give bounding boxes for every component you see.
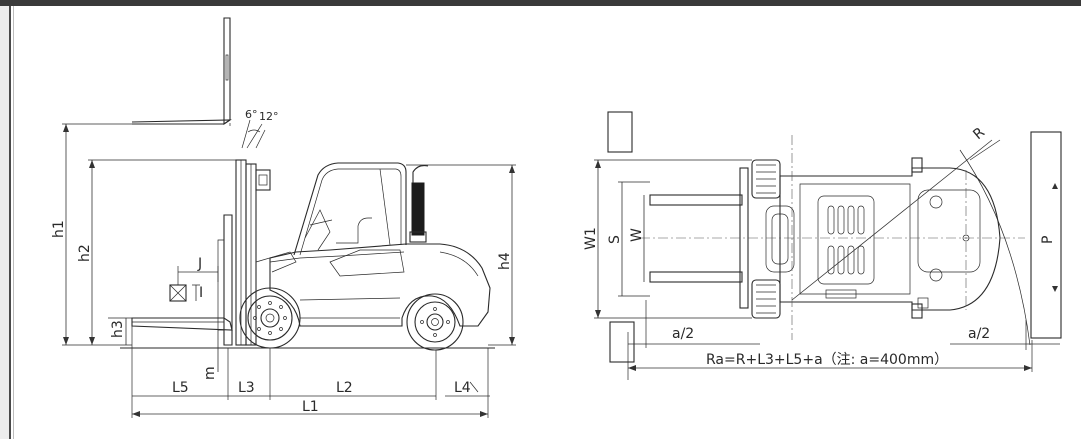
ref-box-bottom [609,321,635,363]
i-label: I [199,285,203,301]
overhead-guard [293,162,407,256]
mast [235,159,271,346]
l2-label: L2 [336,380,353,396]
left-frame-line [9,6,11,439]
exhaust-pipe [409,165,429,243]
m-label: m [202,366,218,380]
rear-tyre-bottom [911,303,923,319]
left-frame-line-thin [13,6,14,439]
l5-label: L5 [172,380,189,396]
pallet-box [1030,131,1062,339]
rear-wheel [406,293,464,351]
h3-label: h3 [110,320,126,338]
w-label: W [629,228,645,242]
lowered-fork [131,214,233,346]
a-half-left-label: a/2 [672,326,694,342]
top-view: W1 S W P R a/2 a/2 Ra=R+L3+L5+a（注: a=400… [583,111,1062,380]
j-label: J [197,256,202,272]
h2-label: h2 [77,244,93,262]
top-dimensions [594,159,1060,380]
h1-label: h1 [51,220,67,238]
side-dimensions [62,123,516,418]
turn-radius-line [791,139,993,301]
a-half-right-label: a/2 [968,326,990,342]
r-label: R [970,124,988,143]
p-label: P [1040,236,1056,244]
ref-box-top [607,111,633,153]
w1-label: W1 [583,227,599,250]
tilt-angle-marks: 6° 12° [241,108,279,149]
l3-label: L3 [238,380,255,396]
l1-label: L1 [302,399,319,415]
s-label: S [607,235,623,244]
load-centre-box [169,284,187,302]
front-wheel [239,287,301,349]
rear-tyre-top [911,157,923,173]
raised-fork [131,17,232,126]
turning-arc [959,149,1031,346]
h4-label: h4 [497,252,513,270]
truck-body [255,243,491,327]
ra-formula-label: Ra=R+L3+L5+a（注: a=400mm） [706,352,948,368]
top-frame-bar [0,0,1081,6]
tilt-back-label: 12° [259,110,279,123]
left-frame-strip [0,6,9,439]
tilt-front-label: 6° [245,108,258,121]
l4-label: L4 [454,380,471,396]
top-view-chassis [765,167,1001,311]
side-view: 6° 12° [51,17,516,418]
